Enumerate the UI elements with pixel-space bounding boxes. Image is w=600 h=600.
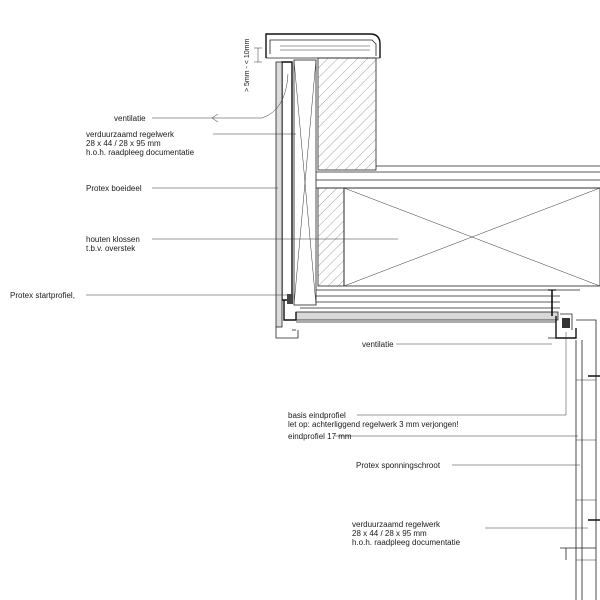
label-basis-eindprofiel-2: let op: achterliggend regelwerk 3 mm ver… [288,420,459,429]
label-startprofiel: Protex startprofiel, [10,291,75,300]
label-basis-eindprofiel-1: basis eindprofiel [288,411,346,420]
label-eindprofiel: eindprofiel 17 mm [288,432,352,441]
soffit [292,289,580,331]
fixing [287,294,293,304]
label-klossen-1: houten klossen [86,235,140,244]
vertical-batten [293,59,317,306]
label-regelwerk-top-3: h.o.h. raadpleeg documentatie [86,148,195,157]
label-boeideel: Protex boeideel [86,184,142,193]
roof-edge-cap [265,33,381,59]
label-regelwerk-bottom-1: verduurzaamd regelwerk [352,520,441,529]
label-spanningschroot: Protex sponningschroot [356,461,441,470]
label-regelwerk-top-2: 28 x 44 / 28 x 95 mm [86,139,161,148]
leader-lines [86,73,588,529]
hatched-block-top [317,57,377,171]
main-beam [343,187,600,287]
dimension-label: > 5mm - < 10mm [244,39,251,92]
start-profile [283,300,297,321]
label-regelwerk-bottom-2: 28 x 44 / 28 x 95 mm [352,529,427,538]
label-regelwerk-top-1: verduurzaamd regelwerk [86,130,175,139]
label-ventilatie-mid: ventilatie [362,340,394,349]
label-ventilatie-top: ventilatie [114,114,146,123]
label-regelwerk-bottom-3: h.o.h. raadpleeg documentatie [352,538,461,547]
hatched-block-side [317,187,345,287]
right-cladding [560,319,600,600]
label-klossen-2: t.b.v. overstek [86,244,136,253]
dimension-mark: > 5mm - < 10mm [244,39,262,92]
screws [548,289,556,316]
